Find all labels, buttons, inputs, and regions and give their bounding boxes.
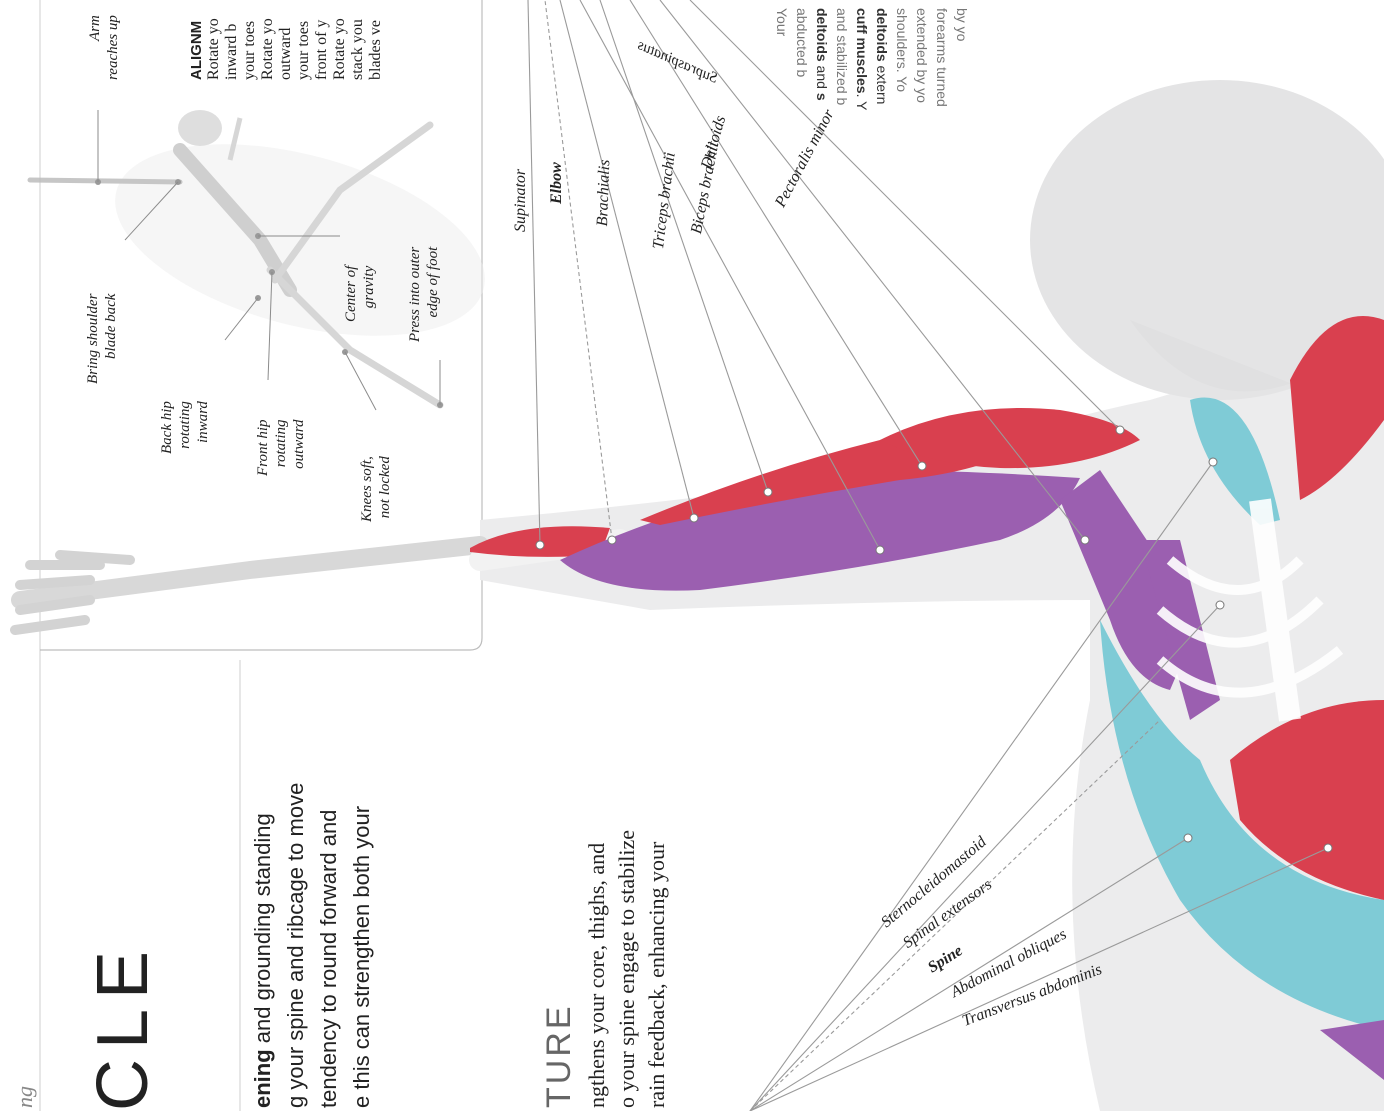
side-note-line: cuff muscles. Y	[854, 8, 870, 110]
muscle-label: Supinator	[512, 169, 530, 232]
muscle-label: Brachialis	[594, 159, 614, 226]
alignment-line: inward b	[223, 24, 241, 80]
alignment-line: blades ve	[367, 20, 385, 80]
side-note-line: and stabilized b	[834, 8, 850, 105]
side-note-line: forearms turned	[934, 8, 950, 107]
label-knees: Knees soft,not locked	[358, 456, 394, 522]
skull-icon	[178, 110, 222, 146]
alignment-line: Rotate yo	[331, 18, 349, 80]
alignment-line: outward	[277, 28, 295, 80]
side-note-line: extended by yo	[914, 8, 930, 103]
side-note-line: Your	[774, 8, 790, 36]
alignment-line: your toes	[295, 21, 313, 80]
alignment-line: front of y	[313, 20, 331, 80]
alignment-heading: ALIGNM	[188, 21, 205, 80]
side-note-line: deltoids extern	[874, 8, 890, 104]
side-note-line: by yo	[954, 8, 970, 41]
alignment-line: stack you	[349, 19, 367, 80]
side-note-line: shoulders. Yo	[894, 8, 910, 92]
alignment-line: your toes	[241, 21, 259, 80]
side-note-line: deltoids and s	[814, 8, 830, 101]
muscle-label: Elbow	[548, 162, 566, 204]
alignment-line: Rotate yo	[259, 18, 277, 80]
alignment-line: Rotate yo	[205, 18, 223, 80]
side-note-line: abducted b	[794, 8, 810, 77]
